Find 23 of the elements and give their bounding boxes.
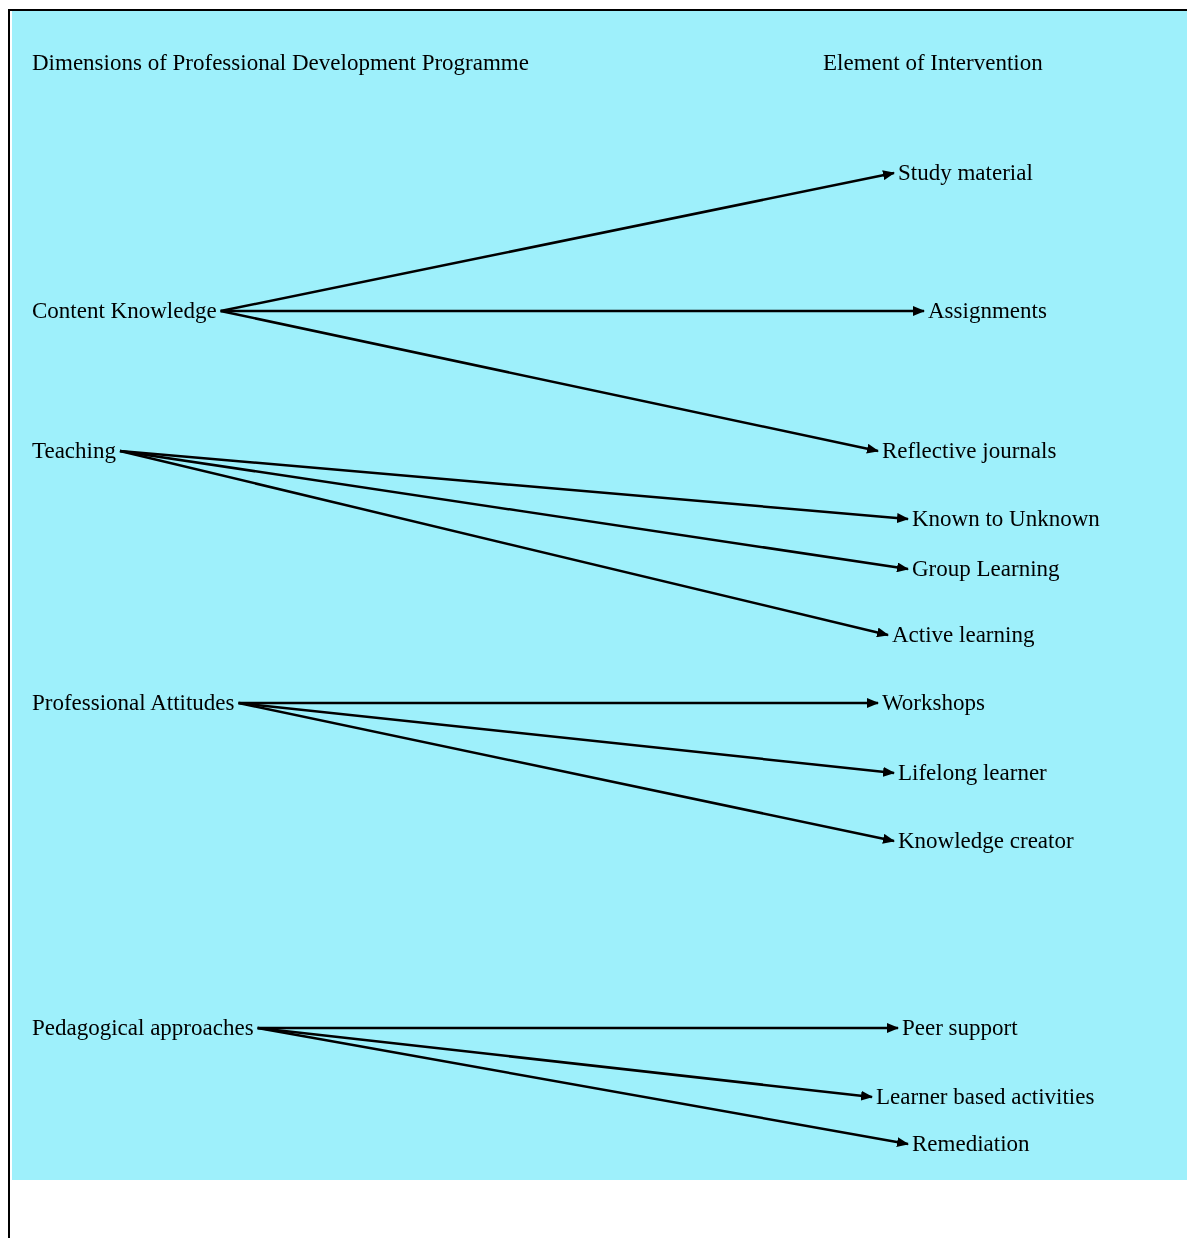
- intervention-label: Peer support: [902, 1014, 1018, 1042]
- intervention-label: Assignments: [928, 297, 1047, 325]
- intervention-label: Workshops: [882, 689, 985, 717]
- intervention-label: Reflective journals: [882, 437, 1057, 465]
- arrow: [119, 449, 889, 638]
- intervention-label: Group Learning: [912, 555, 1060, 583]
- dimension-label: Pedagogical approaches: [32, 1014, 254, 1042]
- arrow: [220, 309, 879, 454]
- column-heading: Element of Intervention: [823, 49, 1044, 77]
- dimension-label: Teaching: [32, 437, 116, 465]
- arrow: [257, 1026, 909, 1147]
- intervention-label: Lifelong learner: [898, 759, 1047, 787]
- intervention-label: Study material: [898, 159, 1033, 187]
- column-heading: Dimensions of Professional Development Programme: [32, 49, 530, 77]
- dimension-label: Content Knowledge: [32, 297, 217, 325]
- dimension-label: Professional Attitudes: [32, 689, 235, 717]
- intervention-label: Remediation: [912, 1130, 1030, 1158]
- intervention-label: Active learning: [892, 621, 1035, 649]
- intervention-label: Learner based activities: [876, 1083, 1095, 1111]
- intervention-label: Knowledge creator: [898, 827, 1074, 855]
- arrow: [220, 170, 895, 313]
- arrow: [238, 701, 895, 844]
- intervention-label: Known to Unknown: [912, 505, 1100, 533]
